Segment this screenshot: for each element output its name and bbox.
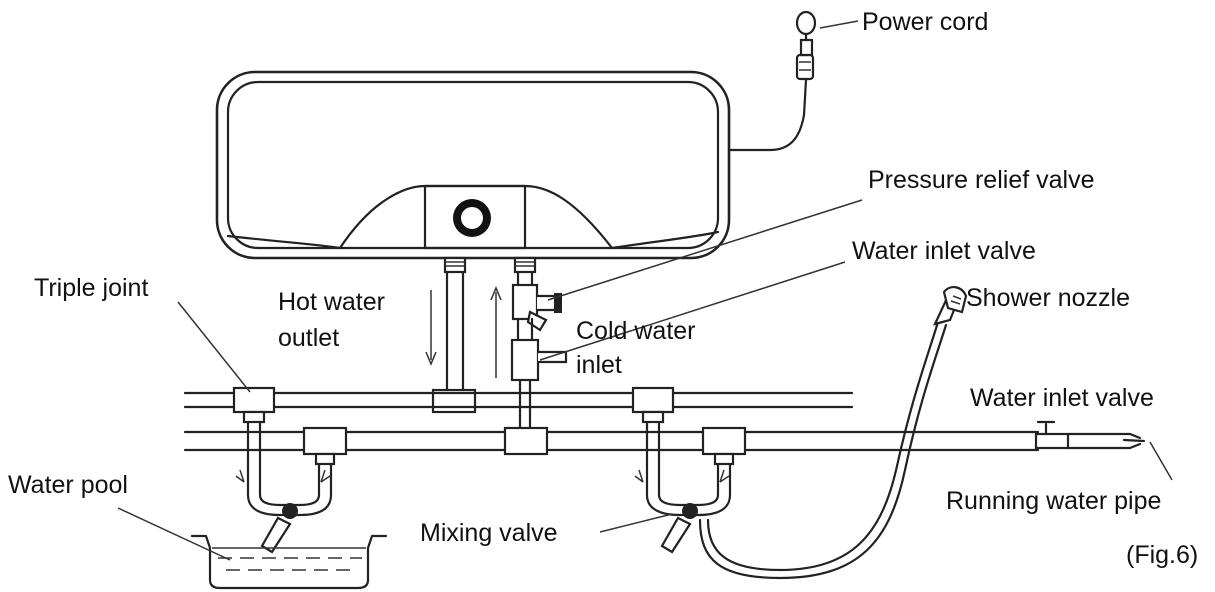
water-heater-tank — [215, 70, 731, 260]
label-water-pool: Water pool — [8, 471, 128, 499]
label-water-inlet-valve-top: Water inlet valve — [852, 237, 1036, 265]
label-triple-joint: Triple joint — [34, 274, 149, 302]
label-cold-water-inlet-line1: Cold water — [576, 317, 696, 345]
cold-water-inlet-pipe — [490, 256, 568, 437]
tee-fittings — [232, 386, 747, 466]
leader-lines — [117, 199, 1173, 561]
left-mixing-valve-assembly — [235, 420, 333, 554]
hot-water-main-pipe — [183, 391, 854, 409]
label-power-cord: Power cord — [862, 8, 989, 36]
label-hot-water-outlet-line1: Hot water — [278, 288, 385, 316]
right-mixing-valve-assembly — [634, 420, 732, 554]
water-pool-drawing — [190, 534, 388, 590]
label-water-inlet-valve-right: Water inlet valve — [970, 384, 1154, 412]
label-hot-water-outlet-line2: outlet — [278, 324, 340, 352]
hot-water-outlet-pipe — [425, 256, 477, 414]
label-pressure-relief-valve: Pressure relief valve — [868, 166, 1095, 194]
label-mixing-valve: Mixing valve — [420, 519, 558, 547]
label-cold-water-inlet-line2: inlet — [576, 351, 622, 379]
figure-caption: (Fig.6) — [1126, 541, 1199, 569]
shower-hose — [698, 286, 968, 580]
label-running-water-pipe: Running water pipe — [946, 487, 1162, 515]
power-cord-drawing — [727, 10, 859, 152]
thermostat-knob — [453, 199, 491, 237]
label-shower-nozzle: Shower nozzle — [966, 284, 1130, 312]
